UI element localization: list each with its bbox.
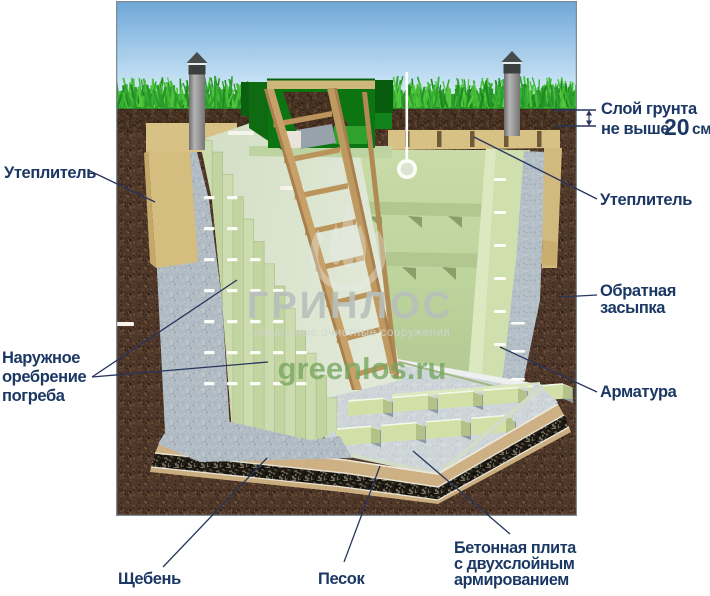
svg-text:погреба: погреба [2, 387, 66, 405]
svg-text:Утеплитель: Утеплитель [4, 164, 96, 182]
svg-text:Утеплитель: Утеплитель [600, 191, 692, 209]
svg-text:Обратная: Обратная [600, 282, 676, 300]
svg-text:Бетонная плита: Бетонная плита [454, 539, 577, 557]
svg-text:не выше: не выше [601, 120, 669, 138]
svg-text:Арматура: Арматура [600, 383, 678, 401]
svg-text:армированием: армированием [454, 571, 569, 589]
svg-text:20: 20 [664, 114, 690, 140]
svg-text:Щебень: Щебень [118, 570, 181, 588]
svg-text:локальные очистные сооружения: локальные очистные сооружения [254, 327, 451, 339]
svg-text:оребрение: оребрение [2, 368, 86, 386]
svg-text:ГРИНЛОС: ГРИНЛОС [247, 285, 453, 327]
svg-text:Слой грунта: Слой грунта [601, 100, 698, 118]
svg-text:с двухслойным: с двухслойным [454, 555, 574, 573]
svg-text:см: см [692, 121, 710, 138]
svg-text:засыпка: засыпка [600, 299, 666, 317]
svg-text:greenlos.ru: greenlos.ru [278, 351, 447, 386]
svg-text:Песок: Песок [318, 570, 365, 588]
svg-text:Наружное: Наружное [2, 349, 80, 367]
